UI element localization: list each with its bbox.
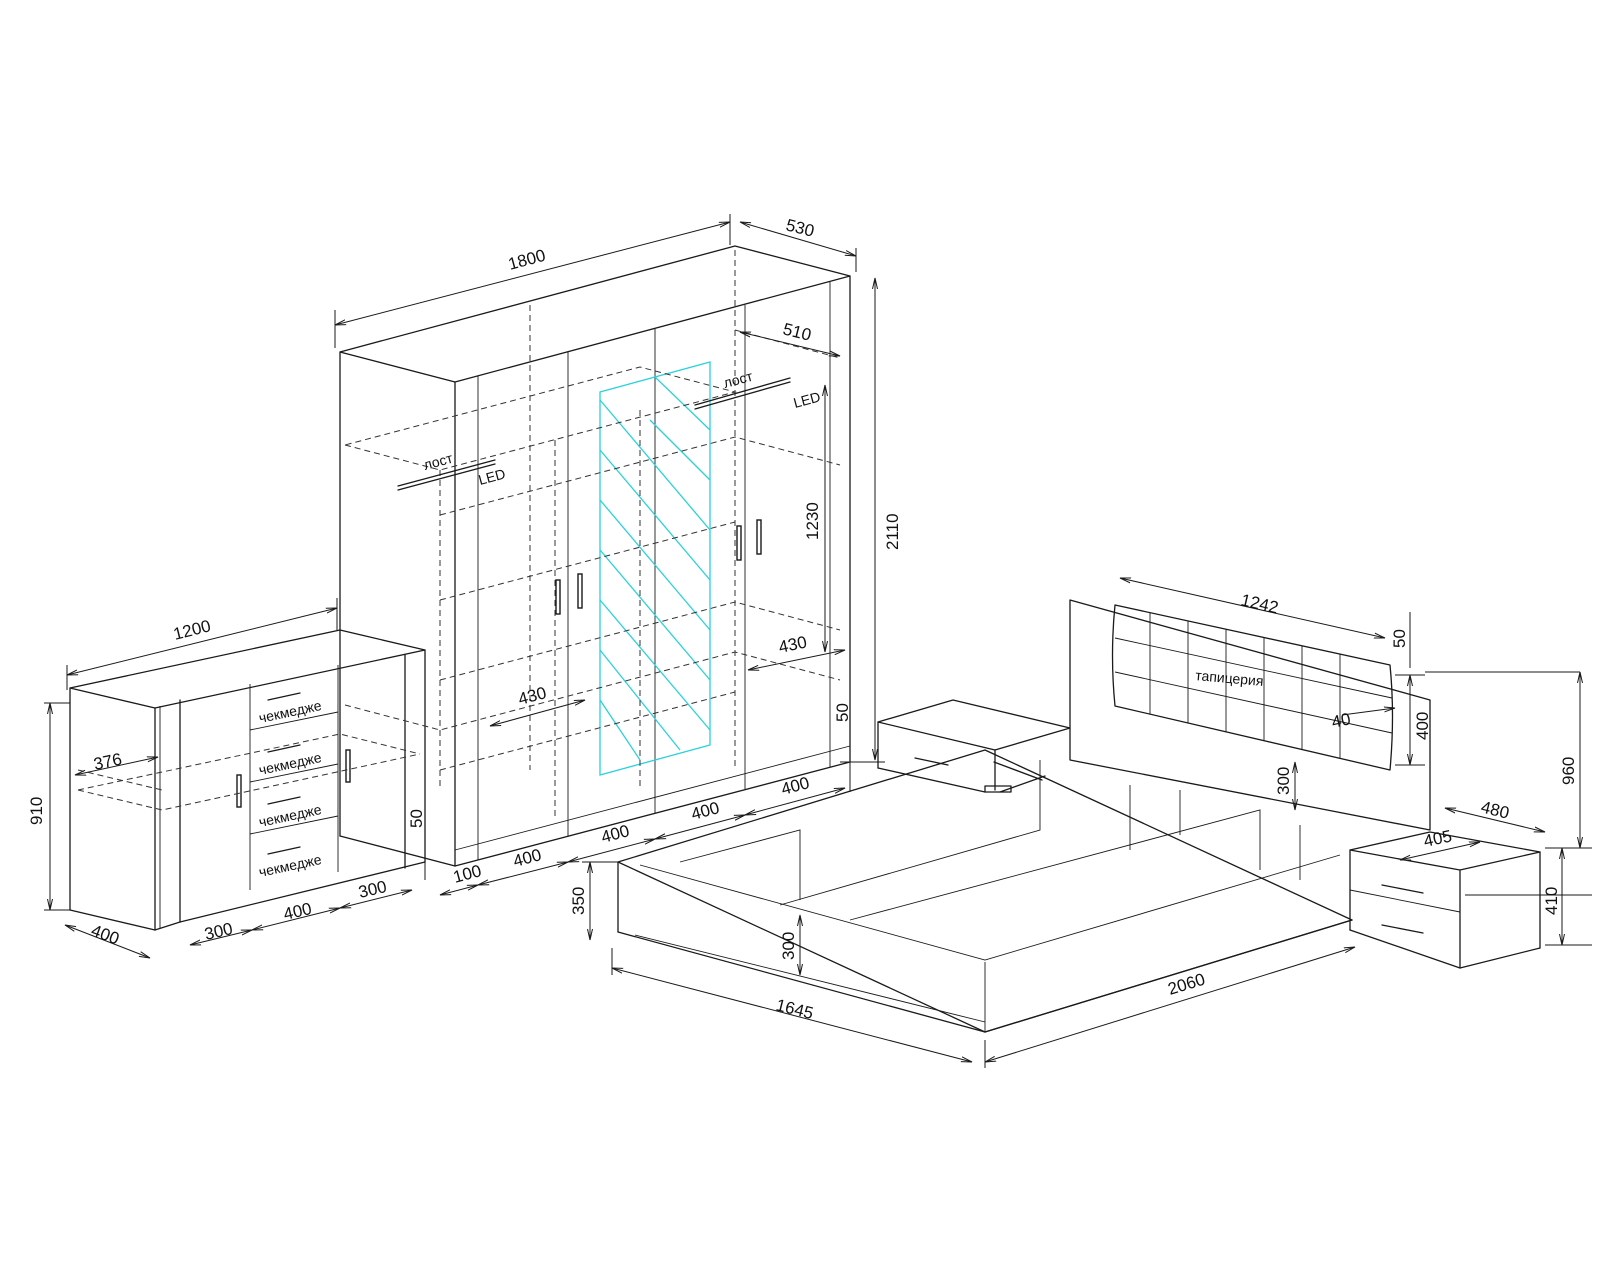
dim-wardrobe-plinth-right: 50 [833,703,852,722]
wardrobe-led-label-right: LED [792,388,822,411]
dim-chest-section-3: 300 [357,877,389,902]
dim-wardrobe-module-2: 400 [511,845,543,871]
dim-bed-width: 1645 [774,995,815,1023]
chest-of-drawers [69,629,426,931]
chest-drawer-label-4: чекмедже [257,851,323,880]
wardrobe-rod-label-right: лост [722,368,755,391]
dim-wardrobe-depth: 530 [784,215,816,240]
dim-chest-section-2: 400 [282,899,314,924]
dim-wardrobe-width: 1800 [506,246,547,274]
dim-bed-headboard-width: 1242 [1239,590,1280,617]
dim-chest-height: 910 [27,797,46,825]
wardrobe-led-label-left: LED [477,465,507,488]
dim-chest-section-1: 300 [203,919,235,944]
dim-wardrobe-height: 2110 [883,513,902,550]
dim-bed-base-height: 300 [779,932,798,960]
dim-chest-depth: 400 [89,921,122,949]
wardrobe-rod-label-left: лост [422,450,455,473]
dim-wardrobe-module-1: 100 [451,861,483,887]
dim-nightstand-height: 410 [1542,887,1561,915]
dim-bed-headboard-rise: 300 [1274,767,1293,795]
dim-chest-shelf-depth: 376 [92,749,124,773]
dim-nightstand-width: 480 [1479,797,1511,822]
bed-upholstery-label: тапицерия [1195,667,1264,689]
wardrobe [339,245,851,867]
dim-wardrobe-shelf-left: 430 [516,683,548,709]
dim-bed-height: 350 [569,887,588,915]
dim-wardrobe-shelf-right: 430 [777,632,809,656]
dim-chest-width: 1200 [171,616,212,644]
dim-wardrobe-inner-depth: 510 [781,319,813,344]
nightstand-left [877,699,1071,793]
dimension-lines [44,214,1592,1068]
dim-wardrobe-module-4: 400 [689,798,721,824]
dim-bed-total-height: 960 [1559,757,1578,785]
dim-bed-headboard-offset: 40 [1330,709,1352,732]
dim-bed-headboard-pad: 400 [1413,712,1432,740]
dim-bed-headboard-top: 50 [1390,629,1409,648]
dim-wardrobe-hanging-height: 1230 [803,502,822,540]
dim-nightstand-depth: 405 [1422,826,1454,850]
nightstand-right [1349,831,1541,969]
dim-wardrobe-module-3: 400 [599,821,631,847]
dim-wardrobe-plinth-left: 50 [407,809,426,828]
dim-wardrobe-module-5: 400 [779,773,811,799]
